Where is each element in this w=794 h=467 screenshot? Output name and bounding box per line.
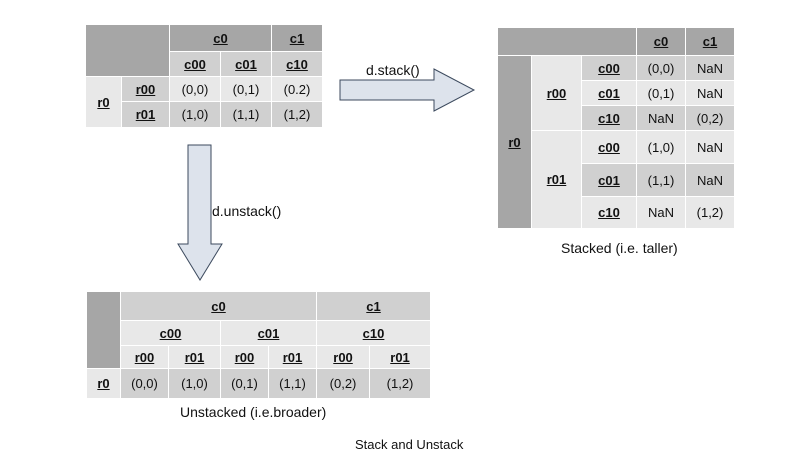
row-label-c00: c00 (580, 55, 638, 81)
cell: (0,2) (685, 105, 736, 131)
col-label-c0: c0 (169, 24, 272, 52)
corner-cell (496, 27, 638, 56)
stacked-table: c0 c1 r0 r00 c00 (0,0) NaN c01 (0,1) NaN… (496, 27, 736, 229)
cell: NaN (685, 163, 736, 197)
row-label-c10: c10 (580, 196, 638, 229)
cell: (1,1) (220, 101, 272, 128)
unstacked-table: c0 c1 c00 c01 c10 r00 r01 r00 r01 r00 r0… (86, 291, 432, 399)
col-label-c0: c0 (636, 27, 687, 56)
cell: (1,1) (636, 163, 687, 197)
cell: NaN (685, 80, 736, 106)
original-table: c0 c1 c00 c01 c10 r0 r00 (0,0) (0,1) (0.… (85, 24, 323, 128)
row-label-r0: r0 (497, 55, 532, 229)
row-label-c10: c10 (580, 105, 638, 131)
cell: NaN (685, 130, 736, 164)
stacked-caption: Stacked (i.e. taller) (561, 240, 678, 256)
col-label-c10: c10 (271, 51, 323, 77)
cell: (0,0) (636, 55, 687, 81)
cell: (1,2) (271, 101, 323, 128)
row-label-r0: r0 (86, 368, 121, 399)
figure-caption: Stack and Unstack (355, 437, 464, 452)
col-label-r01: r01 (267, 345, 318, 369)
unstack-arrow (177, 144, 223, 281)
corner-cell (85, 24, 170, 77)
stack-arrow (339, 68, 476, 112)
row-label-r01: r01 (121, 101, 170, 128)
cell: (0,1) (636, 80, 687, 106)
cell: (0,0) (120, 368, 169, 399)
corner-cell (86, 291, 121, 369)
col-label-c00: c00 (169, 51, 221, 77)
row-label-r00: r00 (531, 55, 582, 131)
cell: NaN (636, 196, 687, 229)
cell: (0,1) (220, 368, 269, 399)
row-label-r00: r00 (121, 76, 170, 102)
stack-label: d.stack() (366, 62, 420, 78)
cell: (1,0) (168, 368, 221, 399)
col-label-c00: c00 (120, 320, 221, 346)
cell: (0,0) (169, 76, 221, 102)
col-label-r01: r01 (168, 345, 221, 369)
cell: (1,1) (267, 368, 318, 399)
cell: (1,2) (685, 196, 736, 229)
col-label-c01: c01 (220, 51, 272, 77)
row-label-r0: r0 (85, 76, 122, 128)
col-label-c1: c1 (685, 27, 736, 56)
cell: (1,0) (636, 130, 687, 164)
col-label-r01: r01 (369, 345, 432, 369)
col-label-r00: r00 (316, 345, 371, 369)
col-label-c10: c10 (316, 320, 432, 346)
unstack-label: d.unstack() (212, 203, 282, 219)
unstacked-caption: Unstacked (i.e.broader) (180, 404, 327, 420)
row-label-r01: r01 (531, 130, 582, 229)
cell: NaN (685, 55, 736, 81)
cell: (0,2) (316, 368, 371, 399)
cell: (1,0) (169, 101, 221, 128)
col-label-c1: c1 (316, 291, 432, 321)
row-label-c01: c01 (580, 80, 638, 106)
col-label-c1: c1 (271, 24, 323, 52)
cell: (0.2) (271, 76, 323, 102)
cell: (1,2) (369, 368, 432, 399)
col-label-r00: r00 (220, 345, 269, 369)
col-label-c01: c01 (219, 320, 318, 346)
row-label-c01: c01 (580, 163, 638, 197)
row-label-c00: c00 (580, 130, 638, 164)
cell: (0,1) (220, 76, 272, 102)
cell: NaN (636, 105, 687, 131)
col-label-c0: c0 (119, 291, 318, 321)
col-label-r00: r00 (120, 345, 169, 369)
